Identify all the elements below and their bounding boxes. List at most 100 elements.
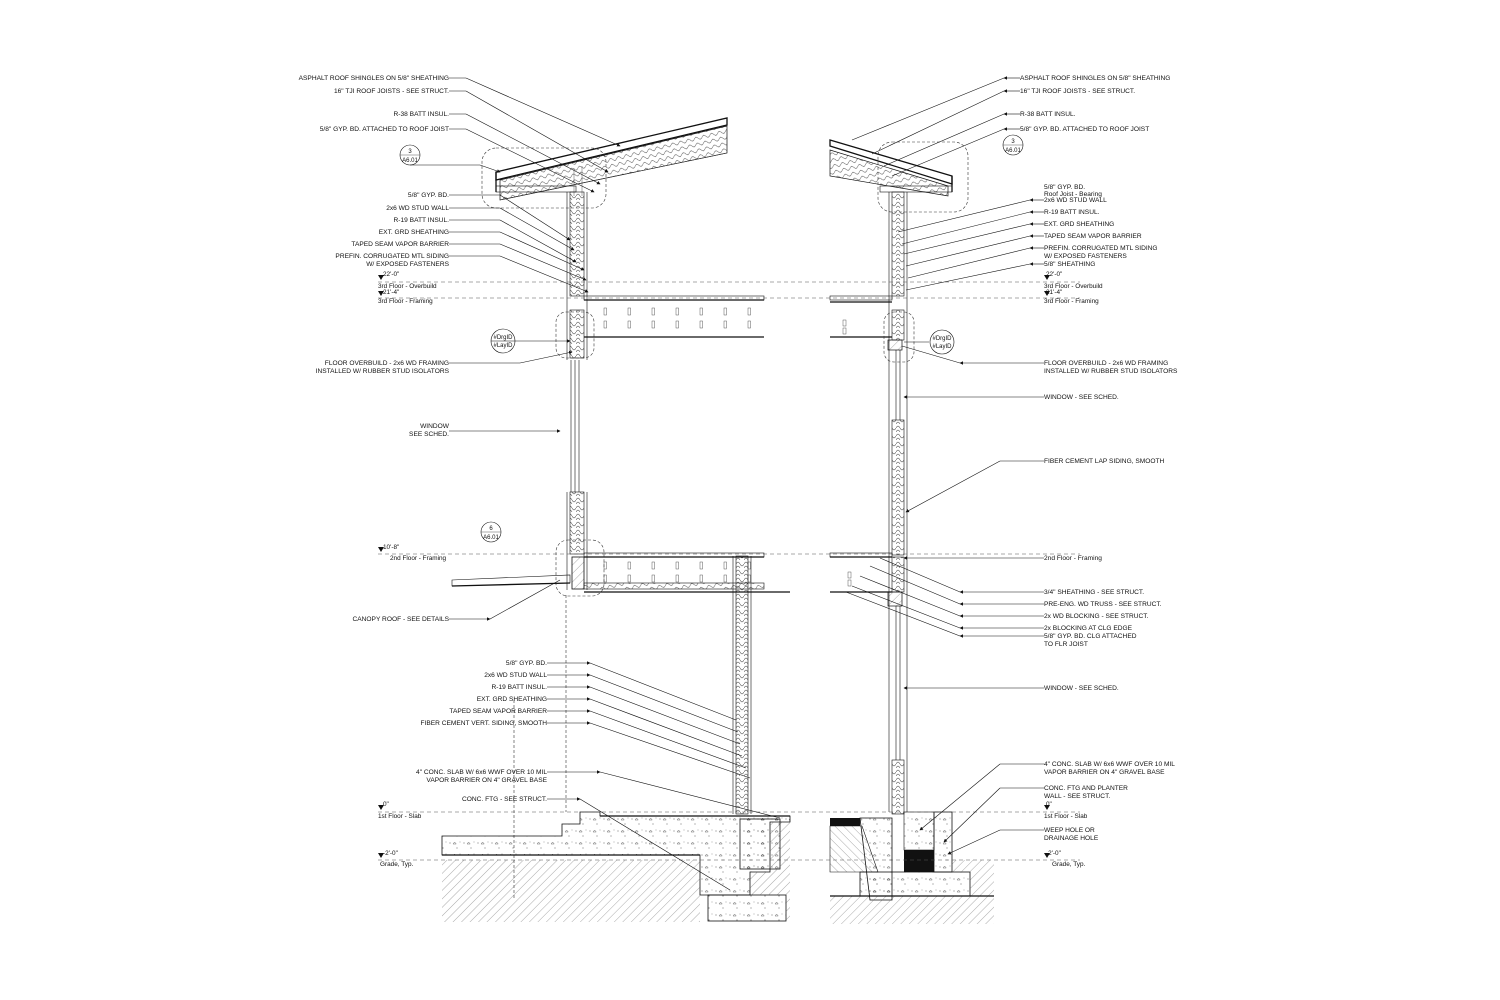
right-label-window-upper: WINDOW - SEE SCHED.	[1044, 394, 1119, 401]
left-2nd-tick-6	[747, 561, 751, 570]
left-label-mtl-siding-2: W/ EXPOSED FASTENERS	[366, 261, 449, 268]
leader-line-19	[499, 255, 589, 293]
level-lines	[378, 281, 1080, 861]
right-label-planter-2: WALL - SEE STRUCT.	[1044, 793, 1110, 800]
left-2nd-tick-2	[651, 561, 655, 570]
right-label-roof-bearing: Roof Joist - Bearing	[1044, 191, 1102, 198]
leader-line-56	[905, 235, 1031, 267]
left-label-lower-sheathing: EXT. GRD SHEATHING	[477, 696, 547, 703]
left-roof-assembly	[495, 117, 728, 201]
right-label-batt-insul: R-19 BATT INSUL.	[1044, 209, 1100, 216]
leader-line-81	[943, 787, 1001, 843]
right-level-elev-3: 0"	[1046, 801, 1052, 808]
left-3rd-tick-3	[675, 307, 679, 316]
left-3rd-tick-low-4	[699, 320, 703, 329]
left-label-ext-sheathing: EXT. GRD SHEATHING	[379, 229, 449, 236]
right-3rd-floor	[829, 295, 903, 351]
right-label-clg-gyp: 5/8" GYP. BD. CLG ATTACHED	[1044, 633, 1137, 640]
leader-line-5	[465, 113, 601, 185]
right-drg-id: #DrgID	[932, 336, 952, 342]
left-2nd-tick-low-5	[723, 574, 727, 583]
right-label-mtl-siding-2: W/ EXPOSED FASTENERS	[1044, 253, 1127, 260]
left-3rd-tick-low-3	[675, 320, 679, 329]
leader-line-17	[499, 243, 587, 281]
leader-line-11	[499, 207, 575, 251]
right-label-blocking: 2x WD BLOCKING - SEE STRUCT.	[1044, 613, 1149, 620]
left-label-mtl-siding: PREFIN. CORRUGATED MTL SIDING	[335, 253, 449, 260]
right-level-name-4: Grade, Typ.	[1052, 861, 1085, 868]
leader-line-60	[905, 263, 1031, 291]
right-label-2nd-floor: 2nd Floor - Framing	[1044, 555, 1102, 562]
left-label-slab-2: VAPOR BARRIER ON 4" GRAVEL BASE	[426, 777, 547, 784]
leader-line-24	[489, 579, 561, 620]
leader-line-3	[465, 90, 609, 173]
left-tag-3-sheet: A6.01	[402, 158, 418, 164]
right-foundation	[829, 811, 994, 924]
leader-line-54	[903, 223, 1031, 255]
left-section-tag-3: 3 A6.01	[399, 144, 421, 166]
left-level-name-2: 3rd Floor - Framing	[378, 298, 433, 305]
leader-line-87	[479, 164, 501, 173]
right-label-planter: CONC. FTG AND PLANTER	[1044, 785, 1128, 792]
left-2nd-tick-3	[675, 561, 679, 570]
leader-line-46	[883, 113, 1005, 167]
left-2nd-tick-0	[603, 561, 607, 570]
left-label-fiber-cement: FIBER CEMENT VERT. SIDING, SMOOTH	[420, 720, 547, 727]
left-level-elev-2: 21'-4"	[383, 289, 399, 296]
left-2nd-tick-4	[699, 561, 703, 570]
right-label-gyp-bd: 5/8" GYP. BD.	[1044, 184, 1085, 191]
leader-line-1	[465, 77, 621, 147]
left-drg-id: #DrgID	[493, 335, 513, 341]
right-roof-assembly	[829, 139, 953, 197]
left-level-markers: 22'-0" 3rd Floor - Overbuild 21'-4" 3rd …	[378, 271, 447, 868]
left-2nd-tick-5	[723, 561, 727, 570]
leader-line-42	[851, 77, 1005, 141]
right-labels: ASPHALT ROOF SHINGLES ON 5/8" SHEATHING …	[1020, 75, 1178, 842]
right-label-stud-wall: 2x6 WD STUD WALL	[1044, 197, 1107, 204]
right-label-truss: PRE-ENG. WD TRUSS - SEE STRUCT.	[1044, 601, 1162, 608]
right-label-clg-blocking: 2x BLOCKING AT CLG EDGE	[1044, 625, 1133, 632]
right-label-floor-overbuild-2: INSTALLED W/ RUBBER STUD ISOLATORS	[1044, 368, 1178, 375]
leader-line-76	[845, 591, 961, 637]
left-labels: ASPHALT ROOF SHINGLES ON 5/8" SHEATHING …	[299, 75, 548, 803]
left-tag-6-num: 6	[489, 526, 493, 532]
left-2nd-floor	[571, 552, 790, 593]
left-3rd-tick-2	[651, 307, 655, 316]
right-level-elev-4: -2'-0"	[1046, 850, 1061, 857]
leader-line-13	[499, 219, 577, 263]
right-label-lap-siding: FIBER CEMENT LAP SIDING, SMOOTH	[1044, 458, 1165, 465]
left-section-tag-6: 6 A6.01	[480, 521, 502, 543]
left-2nd-tick-low-4	[699, 574, 703, 583]
left-2nd-tick-1	[627, 561, 631, 570]
left-canopy	[451, 574, 571, 587]
left-tag-3-num: 3	[408, 149, 412, 155]
right-wall-section	[829, 139, 994, 924]
left-2nd-tick-low-3	[675, 574, 679, 583]
leader-line-21	[519, 350, 573, 364]
right-label-vapor-barrier: TAPED SEAM VAPOR BARRIER	[1044, 233, 1142, 240]
left-level-name-3: 2nd Floor - Framing	[390, 555, 447, 562]
right-label-roof-insul: R-38 BATT INSUL.	[1020, 111, 1076, 118]
right-level-markers: 22'-0" 3rd Floor - Overbuild 21'-4" 3rd …	[1044, 271, 1103, 868]
leader-line-9	[499, 194, 571, 241]
left-lay-id: #LayID	[493, 343, 513, 349]
left-label-canopy: CANOPY ROOF - SEE DETAILS	[353, 616, 450, 623]
leader-line-50	[897, 199, 1031, 233]
left-label-lower-gyp: 5/8" GYP. BD.	[506, 660, 547, 667]
right-label-roof-gyp: 5/8" GYP. BD. ATTACHED TO ROOF JOIST	[1020, 126, 1149, 133]
left-label-roof-joists: 16" TJI ROOF JOISTS - SEE STRUCT.	[334, 88, 449, 95]
leader-line-83	[947, 829, 1001, 855]
right-tag-3-num: 3	[1011, 139, 1015, 145]
leader-line-40	[579, 798, 731, 891]
left-2nd-tick-low-6	[747, 574, 751, 583]
leader-line-15	[499, 231, 585, 271]
right-label-sheathing: 5/8" SHEATHING	[1044, 261, 1095, 268]
left-label-lower-stud: 2x6 WD STUD WALL	[484, 672, 547, 679]
leader-line-70	[869, 565, 961, 605]
right-label-window-lower: WINDOW - SEE SCHED.	[1044, 685, 1119, 692]
right-label-floor-overbuild: FLOOR OVERBUILD - 2x6 WD FRAMING	[1044, 360, 1168, 367]
left-level-elev-1: 22'-0"	[383, 271, 399, 278]
left-label-window: WINDOW	[420, 423, 450, 430]
